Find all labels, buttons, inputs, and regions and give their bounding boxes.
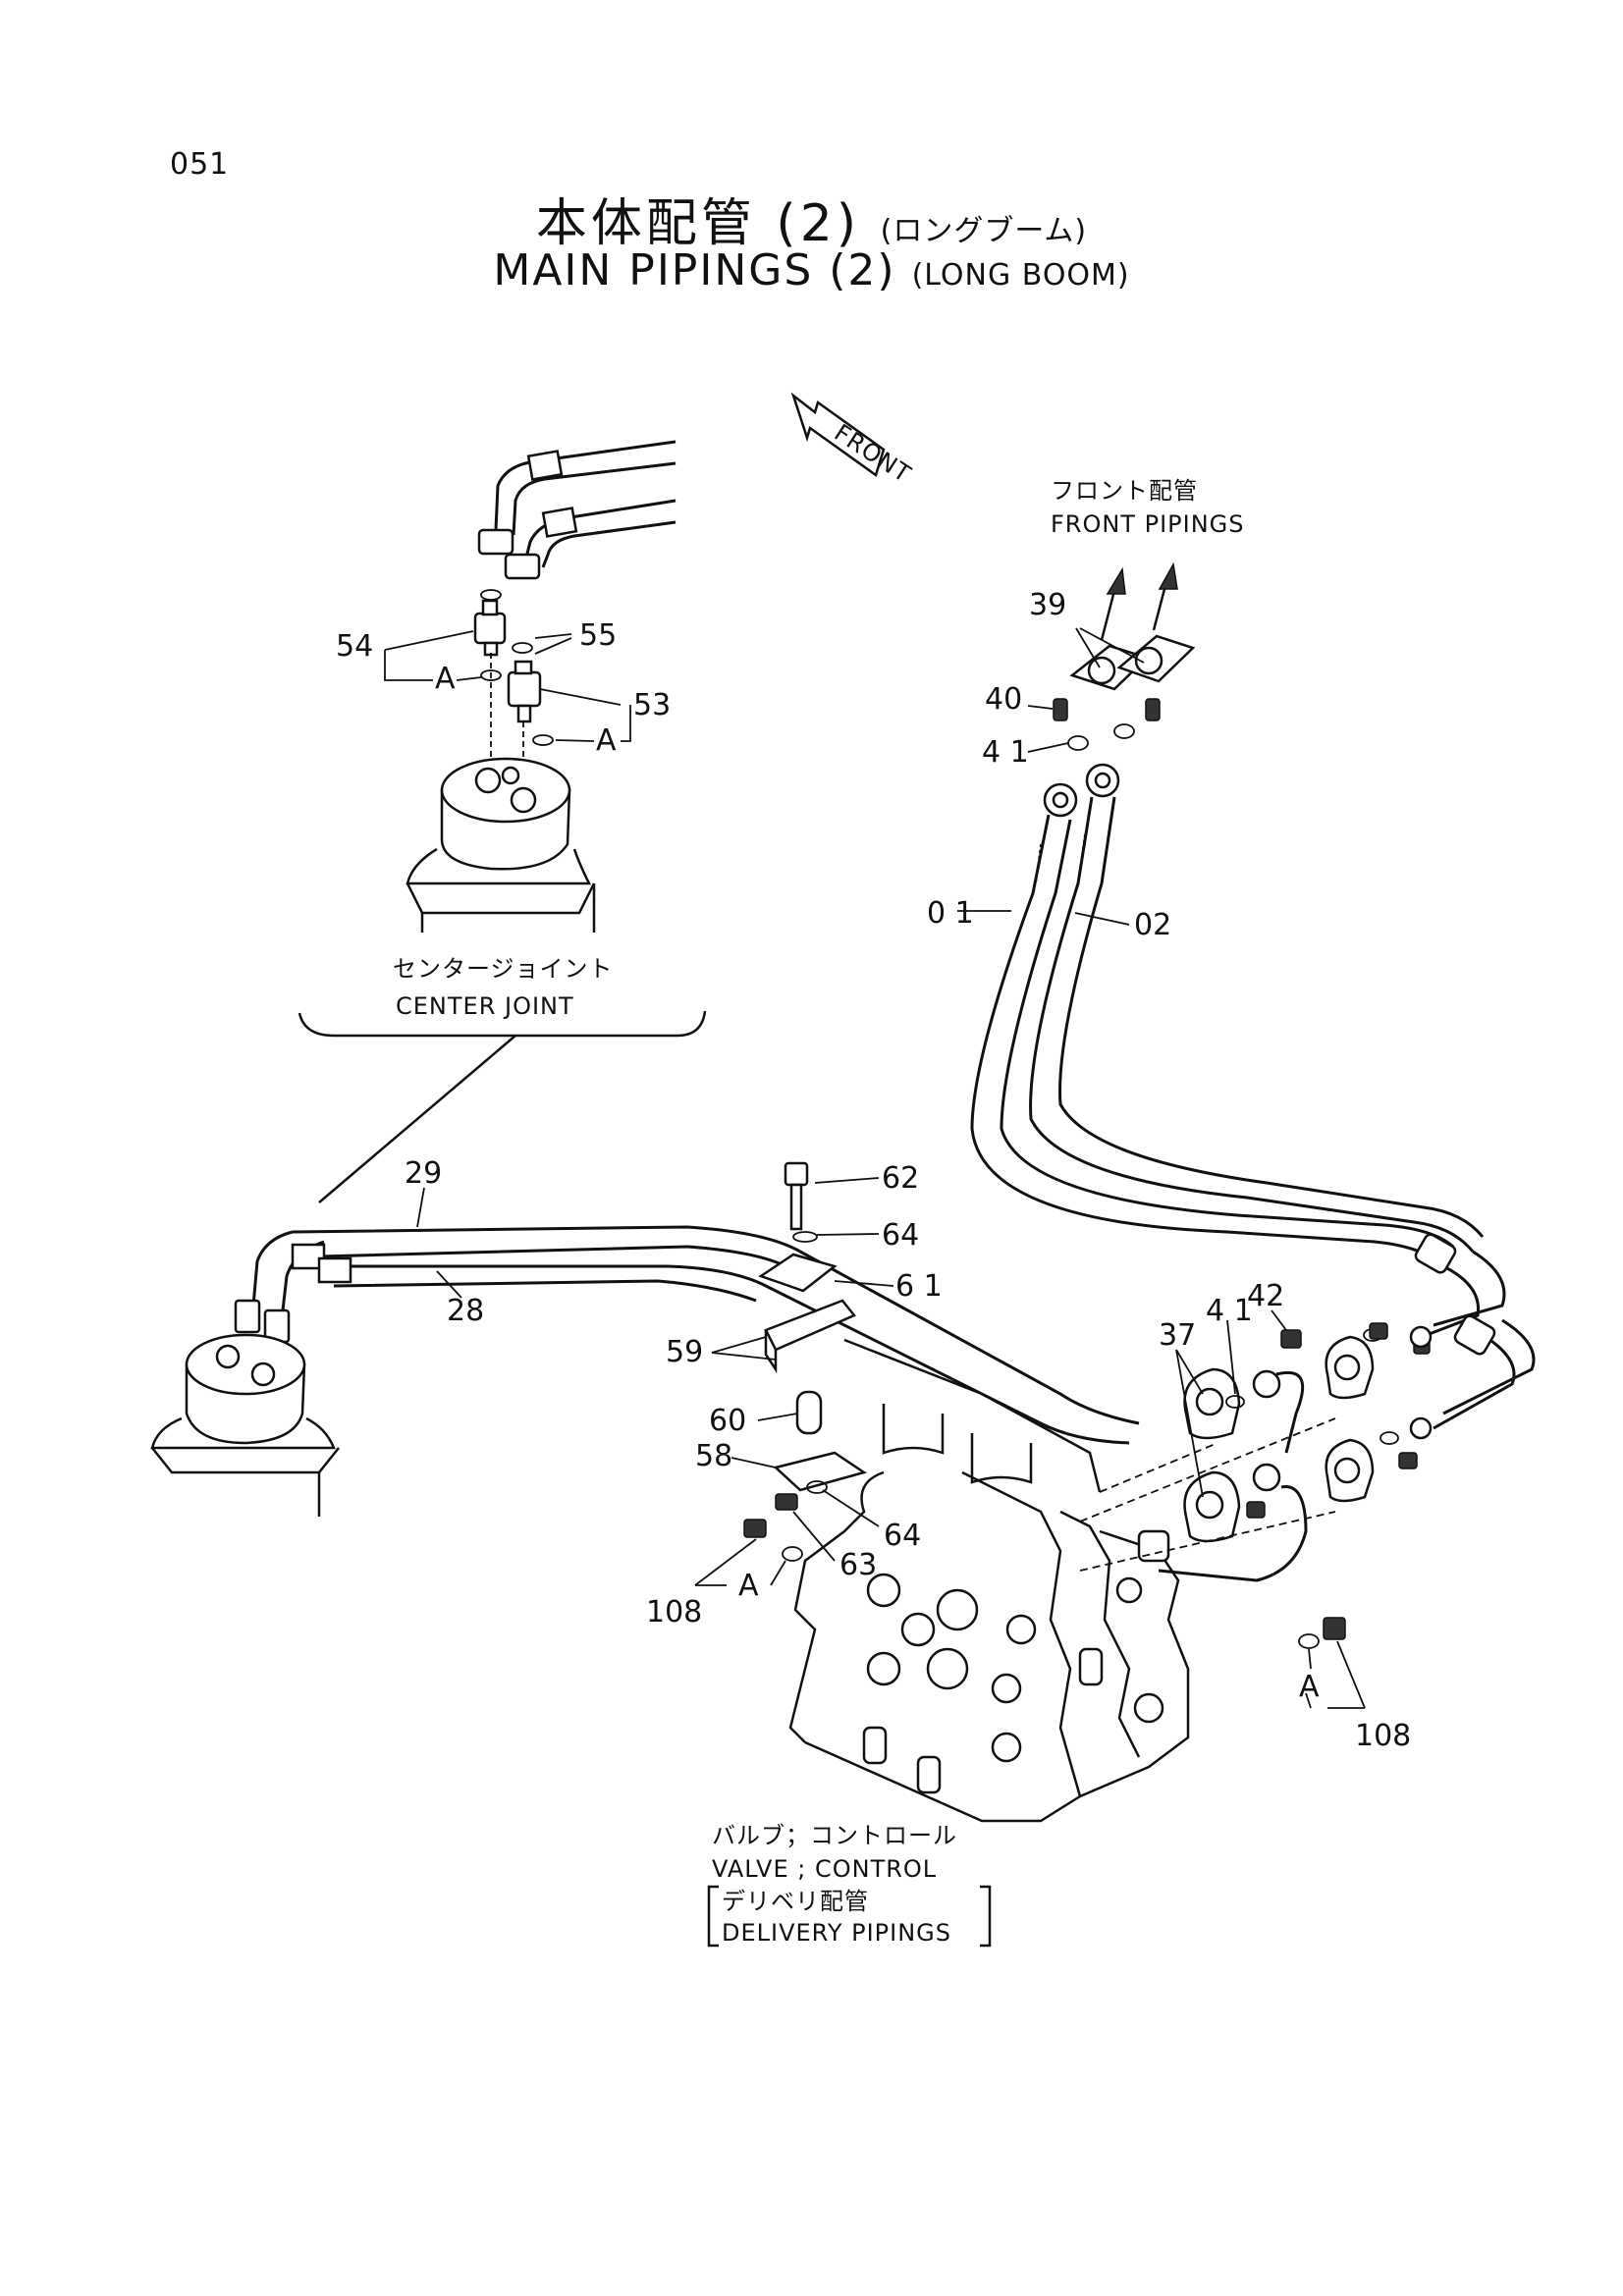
split-flange-39 <box>1069 634 1196 691</box>
callout-01: 0 1 <box>927 896 974 931</box>
adapter-54 <box>473 599 507 657</box>
callout-54: 54 <box>336 629 373 664</box>
hose-fittings-01-02 <box>1043 763 1120 818</box>
bolt-62 <box>784 1161 809 1231</box>
elbow-fitting-a <box>477 528 514 556</box>
hose-ferrule-29 <box>317 1256 352 1284</box>
callout-61: 6 1 <box>895 1269 943 1304</box>
delivery-caption-jp: デリベリ配管 <box>722 1888 869 1915</box>
callout-42: 42 <box>1247 1279 1284 1313</box>
hose-end-fitting <box>1252 1369 1281 1399</box>
title-japanese: 本体配管 (2) (ロングブーム) <box>0 182 1623 255</box>
callout-37: 37 <box>1159 1318 1196 1353</box>
callout-41-right: 4 1 <box>1206 1294 1253 1328</box>
adapter-53 <box>507 660 542 723</box>
valve-caption: バルブ；コントロール VALVE ; CONTROL デリベリ配管 DELIVE… <box>707 1822 992 1948</box>
o-ring-a-right <box>532 734 554 746</box>
bolt-42 <box>1280 1329 1302 1349</box>
title-english: MAIN PIPINGS (2) (LONG BOOM) <box>0 245 1623 295</box>
o-ring-41-b <box>1113 723 1135 739</box>
callout-60: 60 <box>709 1404 746 1438</box>
split-flanges-37: 37 4 1 42 <box>1158 1233 1536 1582</box>
callout-63: 63 <box>839 1548 877 1582</box>
callout-108-left: 108 <box>646 1595 702 1629</box>
plate-58 <box>773 1451 867 1492</box>
center-joint-hose-ferrule-a <box>526 450 564 481</box>
washer-64-bottom <box>806 1480 828 1494</box>
callout-a-3: A <box>738 1569 759 1603</box>
plug-108-left: 108 A <box>646 1519 803 1629</box>
bolt-40 <box>1053 698 1161 721</box>
callout-40: 40 <box>985 682 1022 717</box>
center-joint-body <box>406 757 596 933</box>
center-joint-hose-ferrule-b <box>541 507 578 538</box>
center-joint-caption-jp: センタージョイント <box>393 955 614 983</box>
plate-61 <box>758 1253 838 1293</box>
front-pipings-group: フロント配管 FRONT PIPINGS <box>927 477 1485 1268</box>
callout-108-right: 108 <box>1355 1719 1411 1753</box>
o-ring-41-a <box>1067 735 1089 751</box>
callout-29: 29 <box>405 1156 442 1191</box>
callout-64-top: 64 <box>882 1218 919 1253</box>
callout-a-4: A <box>1299 1670 1320 1704</box>
callout-a-1: A <box>435 662 456 696</box>
hose-29 <box>251 1230 294 1307</box>
front-pipings-caption-jp: フロント配管 <box>1051 477 1198 505</box>
front-arrow-marker: FRONT <box>790 392 916 489</box>
swivel-joint-body <box>150 1333 340 1517</box>
control-valve-body <box>788 1338 1190 1823</box>
callout-58: 58 <box>695 1439 732 1473</box>
callout-55: 55 <box>579 618 617 653</box>
hose-01 <box>970 814 1445 1268</box>
title-japanese-main: 本体配管 (2) <box>535 194 861 253</box>
center-joint-lower: 29 28 <box>150 1156 1140 1517</box>
callout-a-2: A <box>596 723 617 758</box>
o-ring-41-c <box>1225 1395 1245 1409</box>
plug-108-right: A 108 <box>1298 1617 1411 1753</box>
callout-28: 28 <box>447 1294 484 1328</box>
title-english-sub: (LONG BOOM) <box>911 258 1130 293</box>
callout-53: 53 <box>633 688 671 722</box>
front-pipings-caption-en: FRONT PIPINGS <box>1051 510 1245 538</box>
hose-02 <box>1029 796 1475 1253</box>
page-number: 051 <box>170 147 230 182</box>
valve-caption-jp: バルブ；コントロール <box>712 1822 957 1849</box>
bolt-63 <box>775 1493 798 1511</box>
front-marker-label: FRONT <box>830 419 916 489</box>
clamp-assembly: 62 64 6 1 59 60 58 64 63 <box>666 1161 943 1582</box>
o-ring-a-left <box>480 669 502 681</box>
callout-02: 02 <box>1134 908 1171 942</box>
callout-41-top: 4 1 <box>982 735 1029 770</box>
spacer-60 <box>795 1390 823 1435</box>
title-english-main: MAIN PIPINGS (2) <box>493 245 896 295</box>
delivery-piping-lines <box>1079 1417 1336 1572</box>
hose-28 <box>334 1264 767 1288</box>
title-japanese-sub: (ロングブーム) <box>880 214 1088 248</box>
callout-62: 62 <box>882 1161 919 1196</box>
valve-caption-en: VALVE ; CONTROL <box>712 1855 937 1883</box>
callout-39: 39 <box>1029 588 1066 622</box>
callout-64-bottom: 64 <box>884 1519 921 1553</box>
washer-64-top <box>792 1231 818 1243</box>
callout-59: 59 <box>666 1335 703 1369</box>
center-joint-detail: 54 55 53 A A センタージョイント CENTER JOINT <box>298 440 707 1203</box>
o-ring-55-a <box>480 589 502 601</box>
valve-port-cap <box>866 1573 901 1608</box>
o-ring-55-b <box>512 642 533 654</box>
delivery-caption-en: DELIVERY PIPINGS <box>722 1919 951 1947</box>
elbow-fitting-b <box>504 553 541 580</box>
center-joint-caption-en: CENTER JOINT <box>396 992 574 1020</box>
